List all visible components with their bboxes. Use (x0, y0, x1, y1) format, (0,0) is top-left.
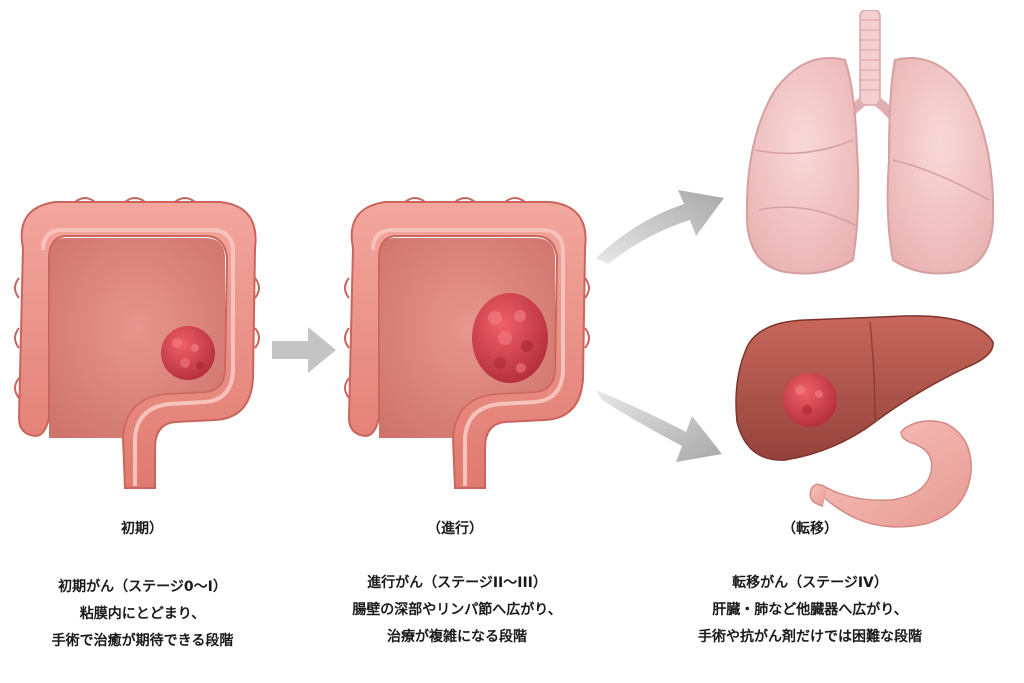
desc-line: 手術や抗がん剤だけでは困難な段階 (698, 629, 922, 645)
lung-left (886, 57, 995, 275)
desc-line: 進行がん（ステージII〜III） (367, 575, 547, 591)
desc-line: 治療が複雑になる段階 (387, 629, 527, 645)
lung-right (745, 57, 860, 275)
desc-line: 肝臓・肺など他臓器へ広がり、 (712, 602, 908, 618)
tumor-small (161, 326, 215, 380)
liver-stomach-illustration (735, 315, 994, 528)
metastasis-arrow-lungs (596, 190, 724, 264)
colon-advanced-illustration (344, 197, 590, 489)
stage-description-metastatic: 転移がん（ステージIV） 肝臓・肺など他臓器へ広がり、 手術や抗がん剤だけでは困… (665, 570, 955, 651)
stomach (822, 420, 972, 528)
desc-line: 腸壁の深部やリンパ節へ広がり、 (352, 602, 562, 618)
desc-line: 転移がん（ステージIV） (732, 575, 888, 591)
desc-line: 初期がん（ステージ0〜I） (58, 579, 227, 595)
progression-arrow-1 (272, 327, 336, 373)
colon-early-illustration (14, 197, 260, 489)
metastasis-arrow-liver (596, 390, 722, 462)
stage-description-early: 初期がん（ステージ0〜I） 粘膜内にとどまり、 手術で治癒が期待できる段階 (20, 574, 265, 655)
colon-wall (17, 201, 257, 489)
tumor-metastatic (783, 373, 837, 427)
colon-lumen (49, 238, 225, 438)
stage-label-advanced: （進行） (427, 521, 483, 537)
stage-label-metastatic: （転移） (782, 521, 838, 537)
desc-line: 手術で治癒が期待できる段階 (51, 633, 234, 649)
tumor-large (472, 293, 548, 383)
desc-line: 粘膜内にとどまり、 (79, 606, 206, 622)
lungs-illustration (745, 10, 995, 275)
stage-description-advanced: 進行がん（ステージII〜III） 腸壁の深部やリンパ節へ広がり、 治療が複雑にな… (322, 570, 592, 651)
stage-label-early: 初期） (121, 521, 163, 537)
